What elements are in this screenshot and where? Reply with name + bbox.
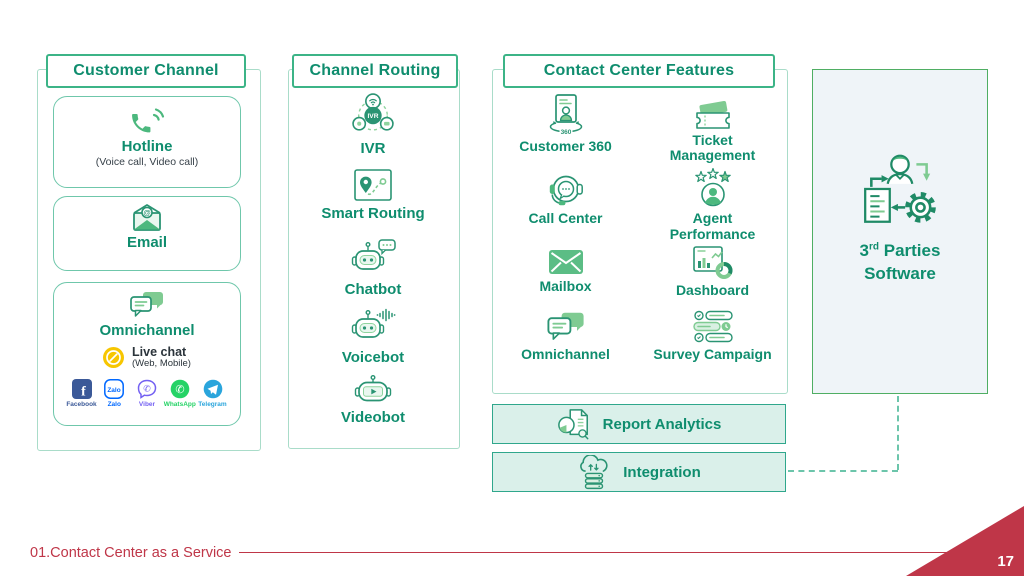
videobot-icon (354, 375, 392, 402)
svg-text:@: @ (143, 208, 150, 217)
customer-channel-header: Customer Channel (46, 54, 246, 88)
email-label: Email (126, 234, 168, 251)
customer-channel-title: Customer Channel (73, 62, 219, 79)
feature-customer-360: 360 Customer 360 (492, 90, 639, 164)
hotline-label: Hotline (121, 138, 173, 155)
email-card: @ Email (53, 196, 241, 271)
dashboard-icon (692, 246, 732, 279)
svg-text:✆: ✆ (143, 384, 151, 394)
ivr-icon: IVR (352, 93, 394, 131)
routing-item-ivr: IVR IVR (288, 90, 458, 157)
contact-center-features-title: Contact Center Features (543, 62, 735, 79)
feature-call-center: Call Center (492, 164, 639, 244)
routing-item-voicebot: Voicebot (288, 306, 458, 366)
videobot-label: Videobot (341, 409, 405, 426)
social-zalo: Zalo Zalo (99, 379, 130, 408)
whatsapp-icon: ✆ (170, 379, 190, 399)
customer-360-icon: 360 (549, 94, 582, 136)
svg-text:✆: ✆ (175, 384, 184, 396)
contact-center-features-panel (492, 69, 788, 394)
omnichannel-card: Omnichannel Live chat (Web, Mobile) f Fa… (53, 282, 241, 426)
feature-survey-campaign: Survey Campaign (639, 306, 786, 390)
telegram-icon (203, 379, 222, 399)
live-chat-label: Live chat (132, 345, 187, 359)
survey-campaign-icon (692, 310, 733, 343)
mailbox-icon (548, 250, 583, 274)
report-analytics-label: Report Analytics (602, 415, 722, 433)
hotline-icon (132, 108, 165, 133)
voicebot-label: Voicebot (341, 349, 405, 366)
smart-routing-icon (354, 169, 392, 201)
footer-section-label: 01.Contact Center as a Service (30, 545, 232, 561)
routing-item-smart-routing: Smart Routing (288, 168, 458, 222)
svg-text:360: 360 (560, 129, 571, 136)
social-icons-row: f Facebook Zalo Zalo ✆ Viber (66, 379, 228, 408)
features-grid: 360 Customer 360 Ticket Management (492, 90, 786, 390)
social-facebook: f Facebook (66, 379, 97, 408)
connector-horizontal (788, 470, 898, 472)
report-analytics-icon (557, 409, 589, 440)
social-viber: ✆ Viber (132, 379, 163, 408)
chatbot-label: Chatbot (344, 281, 402, 298)
feature-omnichannel: Omnichannel (492, 306, 639, 390)
channel-routing-title: Channel Routing (309, 62, 441, 79)
page-number: 17 (997, 553, 1014, 570)
facebook-icon: f (71, 379, 92, 400)
routing-item-videobot: Videobot (288, 374, 458, 426)
email-icon: @ (133, 204, 161, 231)
omnichannel-feature-icon (546, 312, 584, 340)
routing-item-chatbot: Chatbot (288, 238, 458, 298)
channel-routing-header: Channel Routing (292, 54, 458, 88)
contact-center-features-header: Contact Center Features (503, 54, 775, 88)
call-center-icon (549, 175, 583, 206)
social-telegram: Telegram (197, 379, 228, 408)
omnichannel-icon (130, 292, 163, 317)
live-chat-icon (103, 347, 125, 369)
live-chat-row: Live chat (Web, Mobile) (103, 345, 191, 370)
connector-vertical (897, 396, 899, 470)
feature-mailbox: Mailbox (492, 244, 639, 306)
smart-routing-label: Smart Routing (321, 205, 425, 222)
integration-label: Integration (623, 463, 701, 481)
live-chat-sublabel: (Web, Mobile) (132, 358, 191, 370)
hotline-card: Hotline (Voice call, Video call) (53, 96, 241, 188)
svg-text:f: f (81, 385, 86, 400)
svg-text:Zalo: Zalo (108, 387, 121, 394)
ticket-management-icon (695, 100, 730, 129)
ivr-label: IVR (360, 140, 386, 157)
zalo-icon: Zalo (104, 379, 125, 400)
svg-text:IVR: IVR (367, 113, 378, 120)
feature-dashboard: Dashboard (639, 244, 786, 306)
third-parties-title: 3rd Parties Software (859, 240, 941, 283)
integration-icon (580, 454, 608, 489)
social-whatsapp: ✆ WhatsApp (164, 379, 196, 408)
third-parties-panel: 3rd Parties Software (812, 69, 988, 394)
feature-ticket-management: Ticket Management (639, 90, 786, 164)
integration-bar: Integration (492, 452, 786, 492)
chatbot-icon (351, 239, 396, 270)
report-analytics-bar: Report Analytics (492, 404, 786, 444)
third-parties-icon (864, 154, 936, 223)
footer-divider-line (239, 552, 955, 553)
voicebot-icon (351, 308, 396, 338)
omnichannel-label: Omnichannel (99, 322, 195, 339)
agent-performance-icon (694, 168, 731, 207)
hotline-sublabel: (Voice call, Video call) (95, 156, 199, 168)
feature-agent-performance: Agent Performance (639, 164, 786, 244)
viber-icon: ✆ (137, 380, 157, 400)
